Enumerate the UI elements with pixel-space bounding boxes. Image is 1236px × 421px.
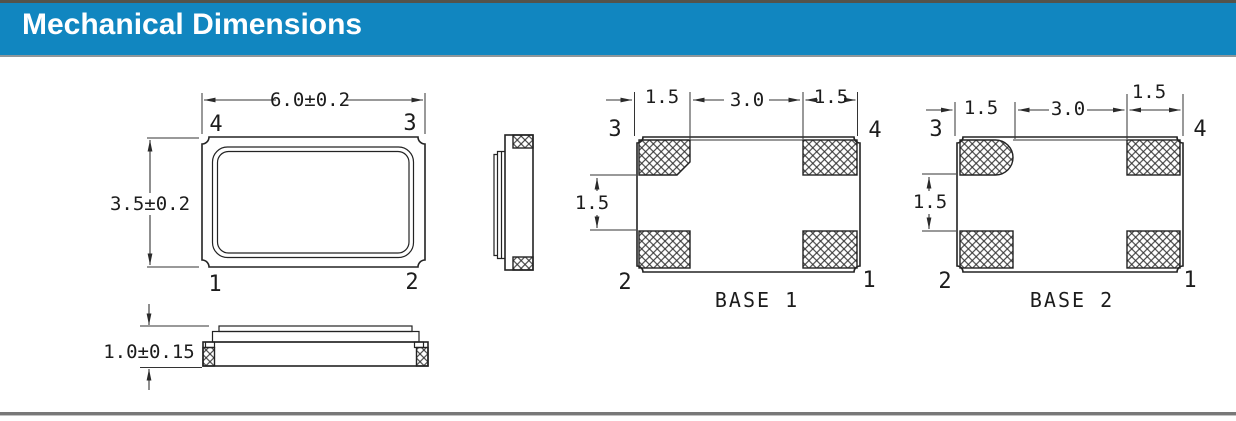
pad-spacing-label: 3.0	[1051, 98, 1085, 120]
pin-number: 4	[868, 118, 881, 143]
solder-pad-chamfered	[638, 139, 691, 176]
solder-pad	[202, 346, 216, 367]
pin-number: 2	[405, 270, 418, 295]
pin-number: 2	[618, 270, 631, 295]
body	[504, 134, 534, 271]
pad-gap-label: 1.5	[575, 192, 609, 214]
pin-number: 1	[862, 268, 875, 293]
lid-profile	[493, 150, 505, 260]
body	[202, 341, 429, 367]
end-view-drawing	[493, 134, 534, 271]
section-separator	[0, 412, 1236, 416]
solder-pad	[802, 139, 858, 176]
pad-width-label: 1.5	[964, 97, 998, 119]
solder-pad-rounded	[959, 139, 1014, 176]
solder-pad	[1126, 139, 1181, 176]
solder-pad	[512, 256, 534, 271]
lid-outer-edge	[211, 146, 415, 259]
pin-number: 4	[209, 112, 222, 137]
castellation-step	[413, 341, 425, 349]
pin-number: 2	[938, 269, 951, 294]
solder-pad	[959, 230, 1014, 269]
front-view-drawing: 1.0±0.15	[103, 304, 429, 390]
width-dimension-label: 6.0±0.2	[270, 89, 350, 111]
pad-width-label: 1.5	[1132, 81, 1166, 103]
pad-width-label: 1.5	[645, 86, 679, 108]
view-label: BASE 2	[1030, 288, 1114, 312]
section-header: Mechanical Dimensions	[0, 0, 1236, 57]
solder-pad	[638, 230, 691, 269]
base1-drawing: 1.5 3.0 1.5 1.5 3 4 2 1 BASE 1	[575, 86, 882, 312]
view-label: BASE 1	[715, 288, 799, 312]
pin-number: 1	[1183, 268, 1196, 293]
thickness-dimension-label: 1.0±0.15	[103, 341, 195, 363]
package-outline	[201, 136, 426, 268]
pin-number: 1	[208, 272, 221, 297]
pin-number: 3	[403, 111, 416, 136]
castellation-step	[204, 341, 216, 349]
top-view-drawing: 6.0±0.2 3.5±0.2 4 3 1 2	[110, 89, 426, 297]
solder-pad	[1126, 230, 1181, 269]
pad-gap-label: 1.5	[913, 191, 947, 213]
section-title: Mechanical Dimensions	[22, 8, 363, 41]
base2-drawing: 1.5 3.0 1.5 1.5 3 4 2 1 BASE 2	[913, 81, 1207, 312]
pad-spacing-label: 3.0	[730, 89, 764, 111]
lid-top	[218, 325, 413, 333]
pin-number: 4	[1193, 117, 1206, 142]
lid-inner-edge	[216, 150, 410, 254]
solder-pad	[512, 134, 534, 149]
height-dimension-label: 3.5±0.2	[110, 193, 190, 215]
lid-step	[211, 330, 420, 343]
solder-pad	[415, 346, 429, 367]
pin-number: 3	[929, 117, 942, 142]
pin-number: 3	[608, 117, 621, 142]
pad-width-label: 1.5	[814, 86, 848, 108]
solder-pad	[802, 230, 858, 269]
